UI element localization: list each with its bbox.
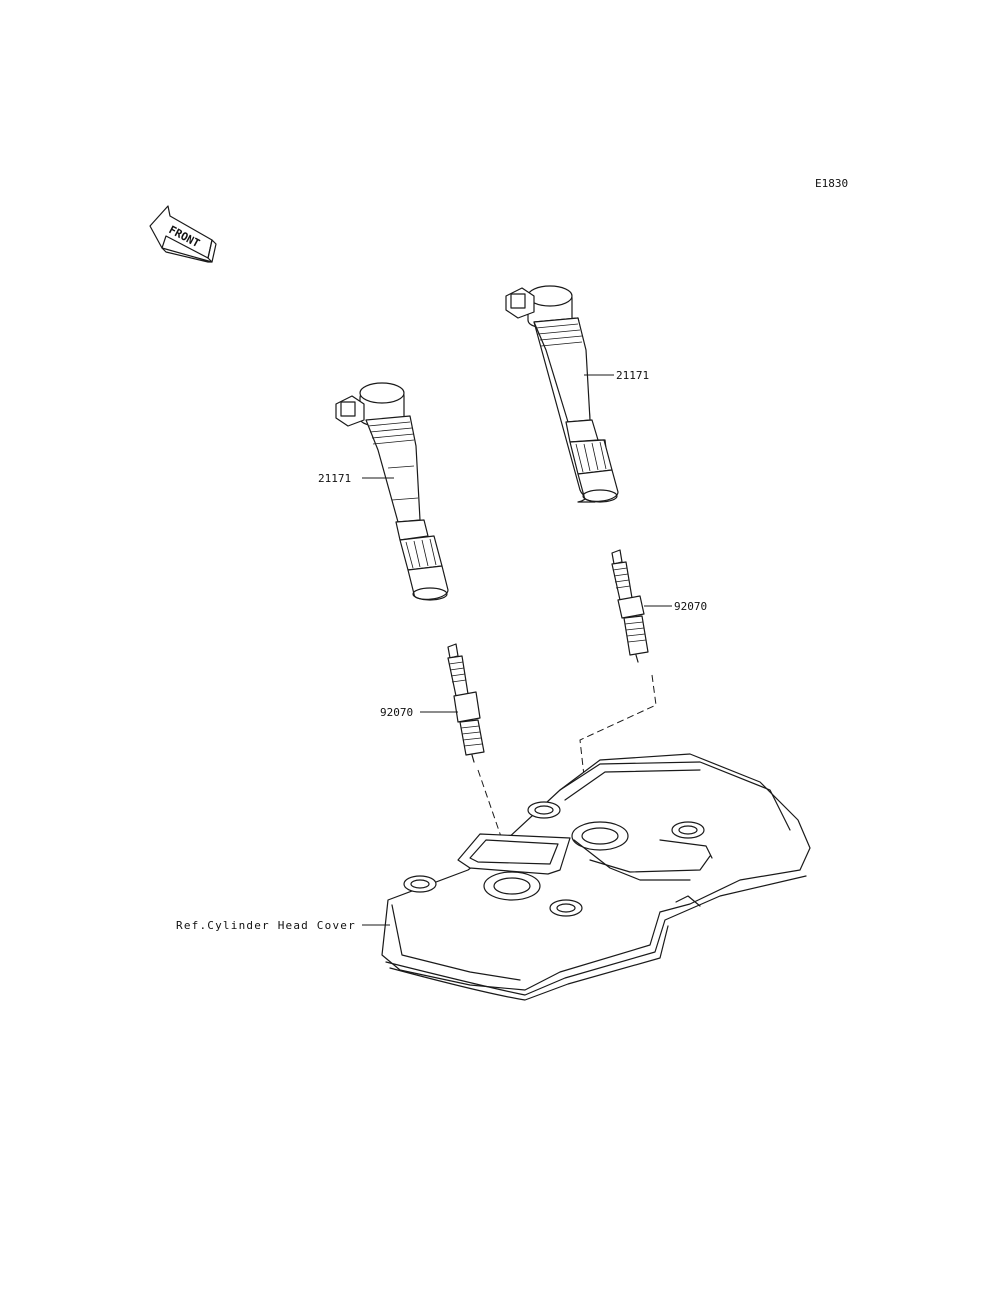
ignition-coil-2	[505, 285, 619, 503]
front-arrow-icon: FRONT	[149, 205, 217, 263]
spark-plug-1	[447, 643, 485, 763]
part-label-plug-2: 92070	[674, 600, 707, 613]
cylinder-head-cover	[381, 753, 811, 1001]
part-label-coil-1: 21171	[318, 472, 351, 485]
spark-plug-2	[611, 549, 649, 663]
part-label-coil-2: 21171	[616, 369, 649, 382]
diagram-code: E1830	[815, 177, 848, 190]
reference-label: Ref.Cylinder Head Cover	[176, 919, 356, 932]
ignition-coil-1	[335, 382, 449, 601]
leader-lines	[362, 374, 672, 926]
part-label-plug-1: 92070	[380, 706, 413, 719]
